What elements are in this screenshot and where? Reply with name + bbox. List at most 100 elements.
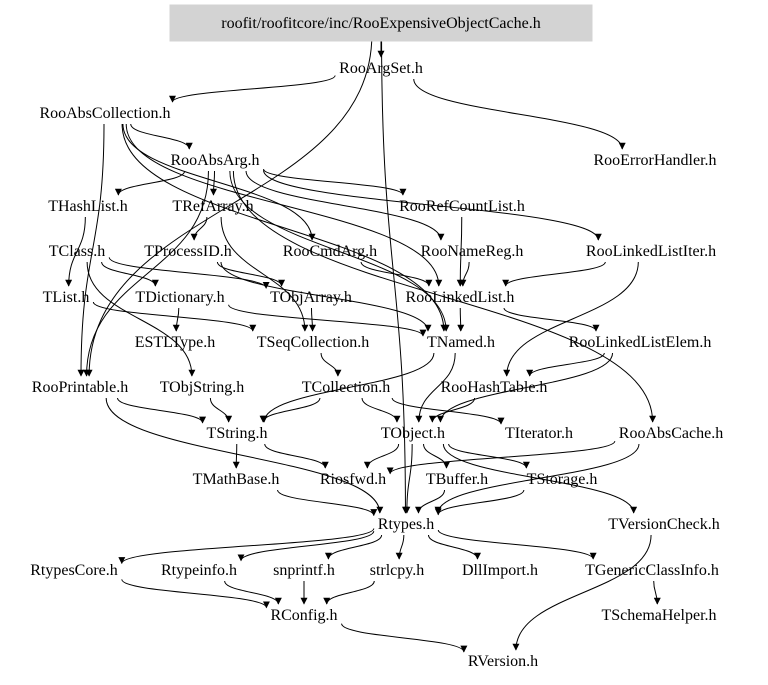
edge-tstring-to-tmathbase bbox=[232, 443, 240, 469]
node-roolinkedlistelem[interactable]: RooLinkedListElem.h bbox=[569, 334, 712, 351]
node-tversioncheck[interactable]: TVersionCheck.h bbox=[608, 516, 720, 533]
node-tbuffer[interactable]: TBuffer.h bbox=[426, 471, 488, 488]
edge-roolinkedlist-to-roolinkedlistelem bbox=[503, 307, 600, 332]
edge-tdictionary-to-estltype bbox=[172, 307, 180, 332]
node-trefarray[interactable]: TRefArray.h bbox=[172, 198, 253, 215]
node-tclass[interactable]: TClass.h bbox=[49, 243, 105, 260]
node-roonamereg[interactable]: RooNameReg.h bbox=[421, 243, 524, 260]
node-roorefcountlist[interactable]: RooRefCountList.h bbox=[399, 198, 525, 215]
edge-rooabscache-to-rtypes bbox=[434, 443, 640, 514]
node-tcollection[interactable]: TCollection.h bbox=[302, 379, 390, 396]
edge-trefarray-to-tseqcollection bbox=[220, 216, 309, 332]
edge-rtypes-to-dllimport bbox=[427, 534, 481, 560]
node-roocmdarg[interactable]: RooCmdArg.h bbox=[283, 243, 377, 260]
edge-tobject-to-rtypes bbox=[403, 443, 413, 514]
edge-roohashtable-to-tobject bbox=[428, 397, 476, 423]
edge-rtypeinfo-to-rconfig bbox=[224, 580, 282, 605]
node-rooabsarg[interactable]: RooAbsArg.h bbox=[170, 152, 259, 169]
node-estltype[interactable]: ESTLType.h bbox=[135, 334, 216, 351]
edge-roorefcountlist-to-roolinkedlist bbox=[456, 216, 464, 287]
edge-tmathbase-to-rtypes bbox=[277, 489, 378, 517]
node-rooargset[interactable]: RooArgSet.h bbox=[339, 60, 423, 77]
edge-roolinkedlistiter-to-roohashtable bbox=[503, 261, 639, 377]
edges-layer bbox=[65, 33, 661, 653]
node-roolinkedlistiter[interactable]: RooLinkedListIter.h bbox=[586, 243, 716, 260]
node-tseqcollection[interactable]: TSeqCollection.h bbox=[257, 334, 369, 351]
edge-tobjstring-to-tstring bbox=[209, 397, 233, 423]
edge-rooabscollection-to-roocmdarg bbox=[122, 123, 316, 241]
node-tobject[interactable]: TObject.h bbox=[381, 425, 445, 442]
node-tstring[interactable]: TString.h bbox=[207, 425, 268, 442]
node-tobjstring[interactable]: TObjString.h bbox=[160, 379, 245, 396]
node-strlcpy[interactable]: strlcpy.h bbox=[370, 562, 425, 579]
edge-tobject-to-tbuffer bbox=[423, 443, 450, 469]
node-titerator[interactable]: TIterator.h bbox=[505, 425, 573, 442]
edge-rtypes-to-snprintf bbox=[324, 534, 383, 560]
node-roohashtable[interactable]: RooHashTable.h bbox=[441, 379, 548, 396]
edge-roolinkedlistiter-to-roolinkedlist bbox=[502, 261, 606, 287]
edge-rooabscollection-to-rooabsarg bbox=[130, 123, 193, 150]
edge-tprocessid-to-tobjarray bbox=[216, 261, 286, 287]
edge-tcollection-to-tobject bbox=[361, 397, 401, 423]
edge-rtypes-to-tgenericclassinfo bbox=[437, 529, 597, 560]
edge-rtypes-to-strlcpy bbox=[395, 534, 405, 560]
node-riosfwd[interactable]: Riosfwd.h bbox=[320, 471, 386, 488]
edge-rtypes-to-rtypeinfo bbox=[237, 530, 375, 562]
edge-rtypes-to-rtypescore bbox=[118, 528, 375, 565]
edge-tbuffer-to-rtypes bbox=[414, 489, 446, 514]
edge-tcollection-to-tstring bbox=[259, 397, 321, 423]
edge-tclass-to-tdictionary bbox=[101, 261, 159, 287]
edge-rooabsarg-to-roolinkedlistiter bbox=[263, 170, 602, 241]
node-rversion[interactable]: RVersion.h bbox=[468, 653, 538, 670]
node-tmathbase[interactable]: TMathBase.h bbox=[193, 471, 280, 488]
edge-tstring-to-riosfwd bbox=[264, 443, 329, 469]
node-rtypescore[interactable]: RtypesCore.h bbox=[30, 562, 118, 579]
node-roolinkedlist[interactable]: RooLinkedList.h bbox=[406, 289, 515, 306]
edge-strlcpy-to-rconfig bbox=[323, 580, 375, 605]
node-tschemahelper[interactable]: TSchemaHelper.h bbox=[601, 607, 716, 624]
node-tlist[interactable]: TList.h bbox=[43, 289, 90, 306]
edge-tnamed-to-tstring bbox=[260, 352, 435, 423]
edge-tgenericclassinfo-to-tschemahelper bbox=[653, 580, 661, 605]
edge-rooabsarg-to-tnamed bbox=[229, 170, 450, 332]
edge-rooabscollection-to-rooprintable bbox=[77, 123, 105, 377]
edge-rooabsarg-to-rooabscache bbox=[232, 170, 657, 423]
nodes-layer: roofit/roofitcore/inc/RooExpensiveObject… bbox=[30, 4, 723, 670]
edge-tnamed-to-tobject bbox=[415, 352, 456, 423]
edge-tclass-to-tobjarray bbox=[108, 257, 270, 289]
node-dllimport[interactable]: DllImport.h bbox=[462, 562, 538, 579]
edge-trefarray-to-tprocessid bbox=[190, 216, 208, 241]
edge-roolinkedlistelem-to-tobject bbox=[436, 352, 614, 423]
edge-tstorage-to-rtypes bbox=[434, 489, 525, 516]
node-tnamed[interactable]: TNamed.h bbox=[427, 334, 495, 351]
edge-rooargset-to-rooabscollection bbox=[169, 75, 336, 103]
edge-roocmdarg-to-roolinkedlist bbox=[360, 261, 433, 287]
edge-root-to-rooprintable bbox=[85, 33, 373, 377]
node-tstorage[interactable]: TStorage.h bbox=[527, 471, 598, 488]
node-thashlist[interactable]: THashList.h bbox=[48, 198, 128, 215]
node-rtypeinfo[interactable]: Rtypeinfo.h bbox=[161, 562, 237, 579]
node-rconfig[interactable]: RConfig.h bbox=[270, 607, 337, 624]
node-root[interactable]: roofit/roofitcore/inc/RooExpensiveObject… bbox=[221, 15, 540, 32]
edge-thashlist-to-tlist bbox=[65, 216, 86, 287]
node-rooerrorhandler[interactable]: RooErrorHandler.h bbox=[593, 152, 716, 169]
root-node-box[interactable] bbox=[169, 4, 593, 42]
node-rooabscache[interactable]: RooAbsCache.h bbox=[619, 425, 723, 442]
node-rooabscollection[interactable]: RooAbsCollection.h bbox=[39, 105, 170, 122]
node-tobjarray[interactable]: TObjArray.h bbox=[270, 289, 352, 306]
edge-rooabscache-to-riosfwd bbox=[386, 440, 616, 475]
edge-tseqcollection-to-tcollection bbox=[320, 352, 342, 377]
node-tprocessid[interactable]: TProcessID.h bbox=[144, 243, 232, 260]
node-tgenericclassinfo[interactable]: TGenericClassInfo.h bbox=[585, 562, 719, 579]
node-tdictionary[interactable]: TDictionary.h bbox=[135, 289, 224, 306]
node-rooprintable[interactable]: RooPrintable.h bbox=[32, 379, 128, 396]
edge-tclass-to-tobjstring bbox=[86, 261, 196, 377]
edge-rtypescore-to-rconfig bbox=[121, 579, 270, 609]
node-snprintf[interactable]: snprintf.h bbox=[273, 562, 335, 579]
edge-rooprintable-to-rtypes bbox=[105, 397, 384, 514]
edge-rooabsarg-to-roorefcountlist bbox=[263, 168, 407, 196]
edge-tcollection-to-titerator bbox=[391, 397, 505, 425]
node-rtypes[interactable]: Rtypes.h bbox=[378, 516, 434, 533]
